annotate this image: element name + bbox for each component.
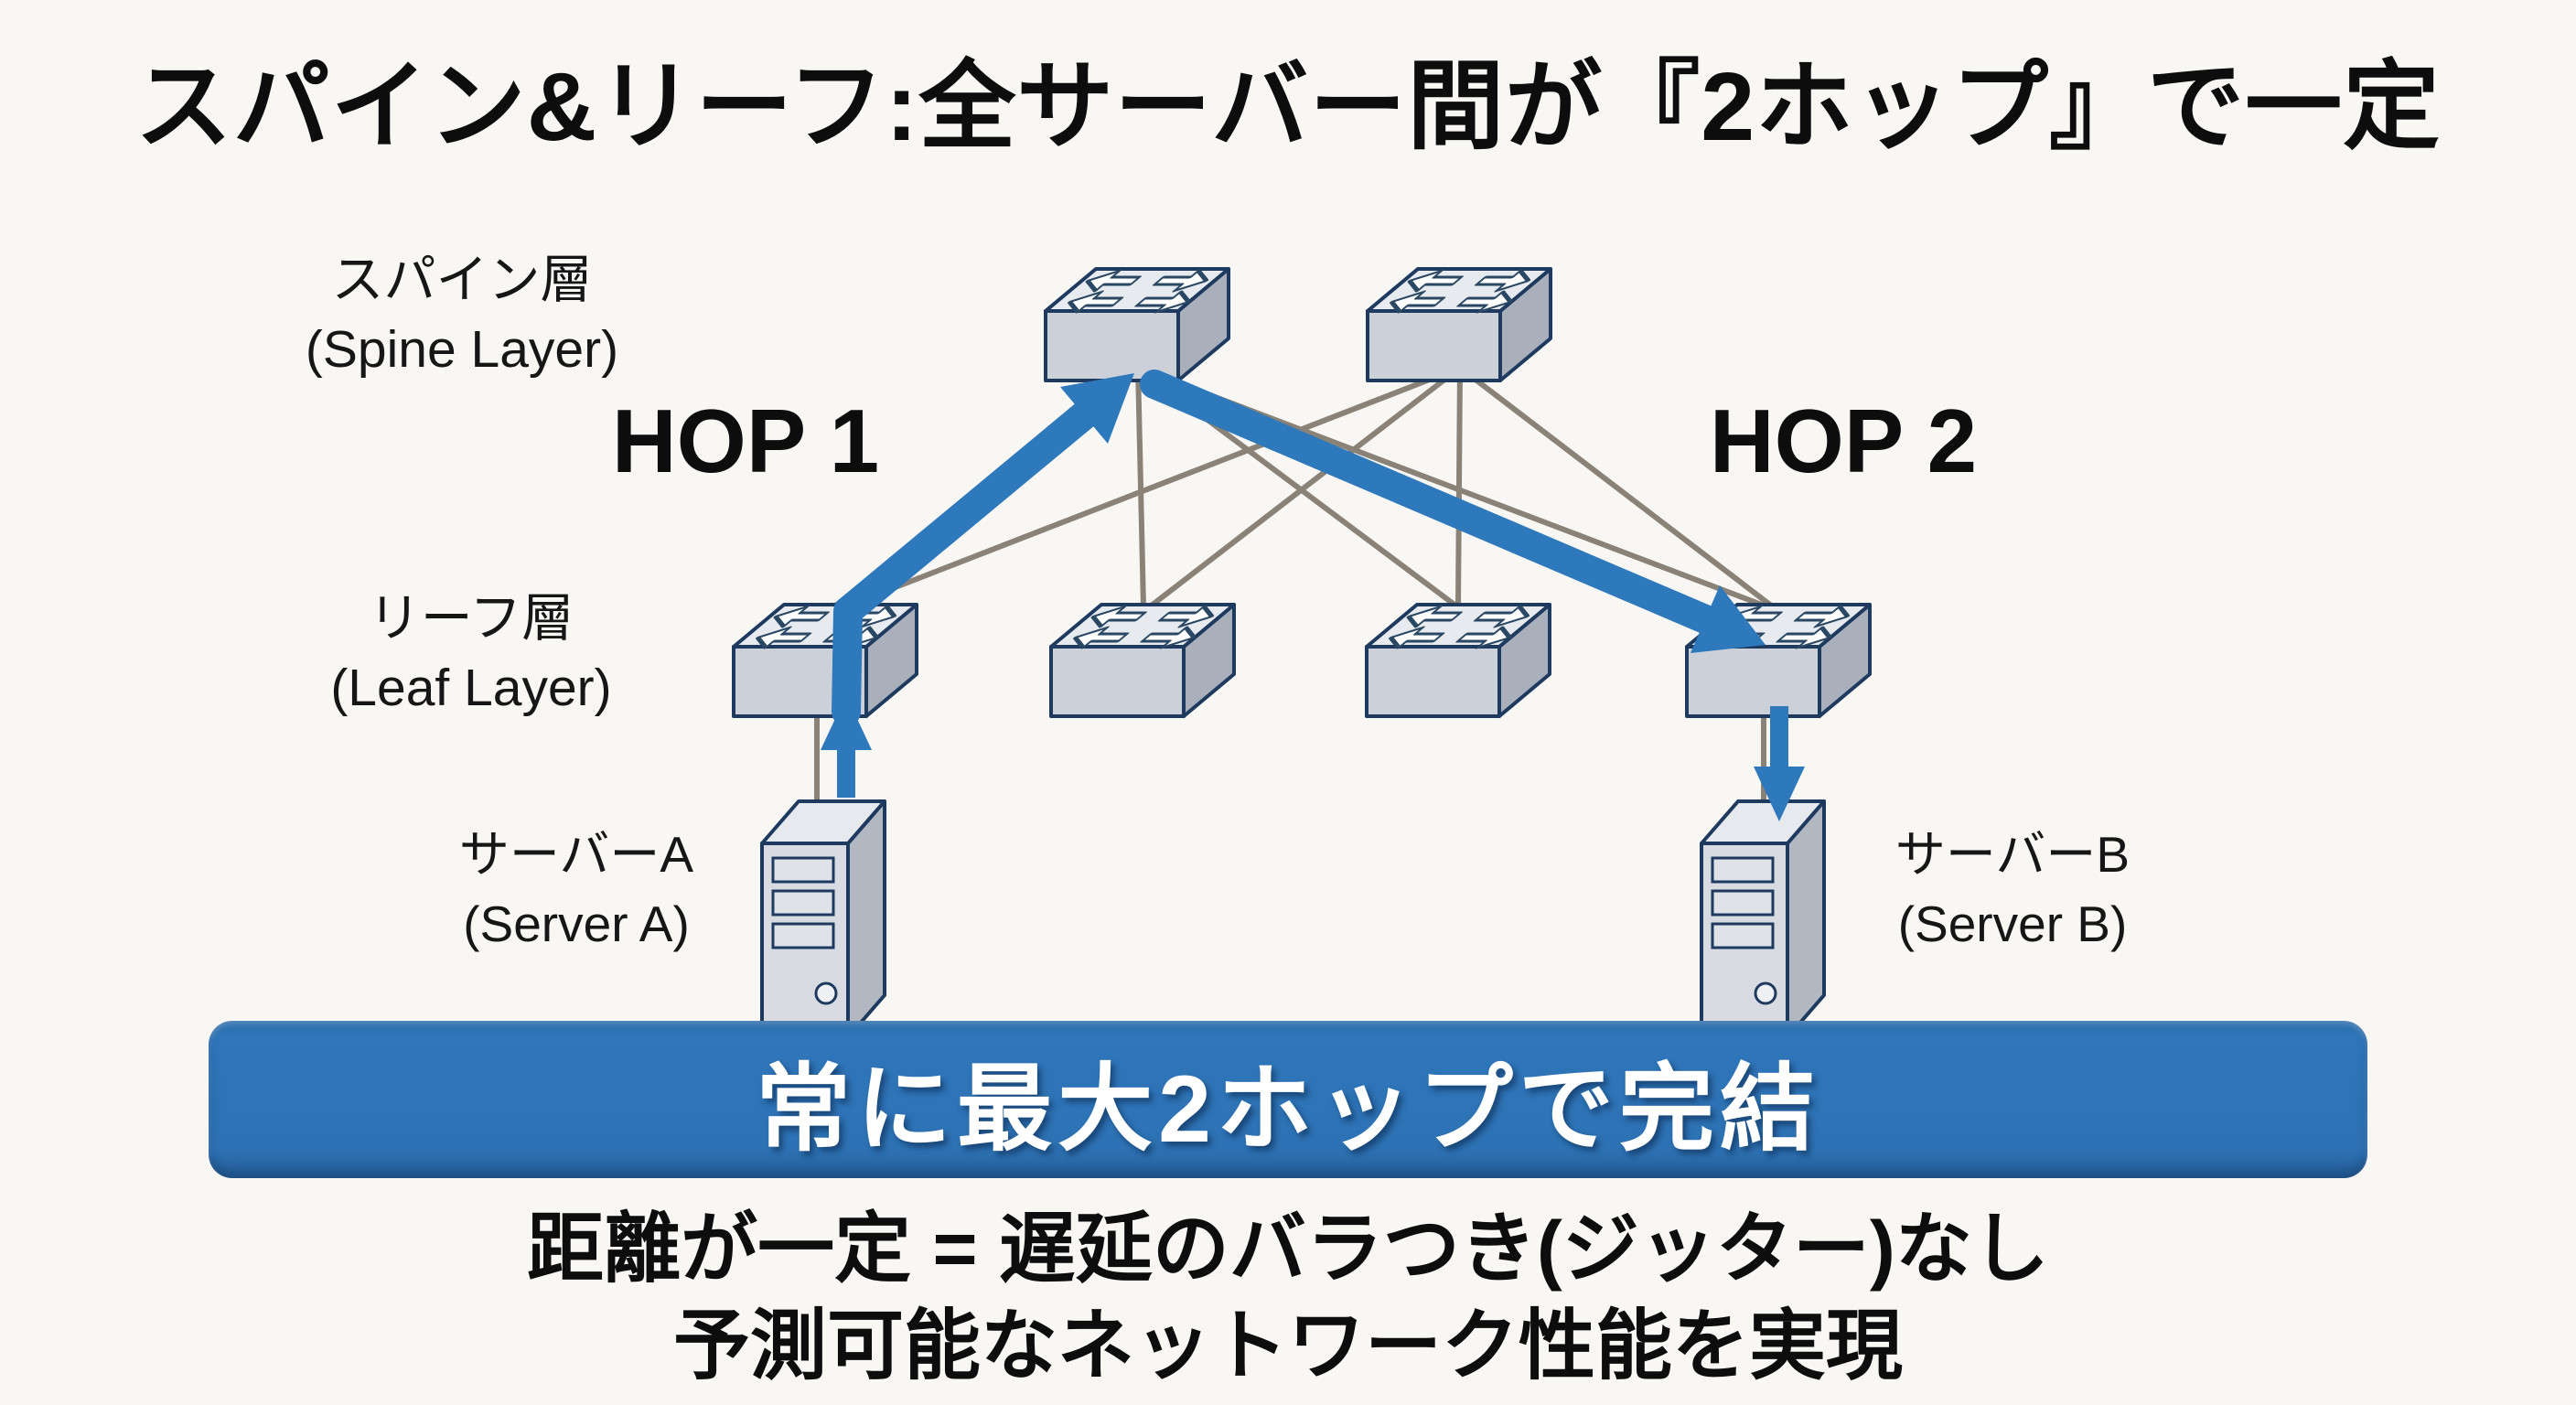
leaf-switch-1-icon (734, 605, 917, 716)
footer-notes: 距離が一定 = 遅延のバラつき(ジッター)なし 予測可能なネットワーク性能を実現 (0, 1200, 2576, 1394)
footer-line-2: 予測可能なネットワーク性能を実現 (672, 1303, 1903, 1389)
server-a-label-ja: サーバーA (458, 826, 694, 883)
link-line (832, 365, 1463, 614)
leaf-layer-label-en: (Leaf Layer) (330, 659, 612, 717)
server-b-label: サーバーB (Server B) (1793, 820, 2232, 959)
server-b-label-ja: サーバーB (1894, 826, 2131, 883)
leaf-layer-label-ja: リーフ層 (368, 589, 574, 648)
conclusion-banner-text: 常に最大2ホップで完結 (756, 1056, 1820, 1163)
leaf-switch-2-icon (1051, 605, 1234, 716)
link-line (1146, 365, 1463, 610)
topology-diagram (0, 0, 2576, 1024)
link-line (1457, 365, 1781, 614)
server-a-label: サーバーA (Server A) (357, 820, 796, 959)
hop-path-arrows (821, 370, 1805, 821)
server-b-label-en: (Server B) (1897, 896, 2128, 952)
server-b-down-arrow-icon (1754, 706, 1805, 821)
leaf-layer-label: リーフ層 (Leaf Layer) (242, 584, 700, 723)
hop1-arrow-icon (832, 373, 1134, 726)
link-line (1455, 365, 1463, 610)
spine-layer-label-ja: スパイン層 (331, 251, 593, 309)
hop1-label: HOP 1 (611, 391, 880, 491)
hop2-arrow-icon (1140, 370, 1766, 653)
leaf-switch-3-icon (1367, 605, 1550, 716)
spine-layer-label-en: (Spine Layer) (305, 320, 619, 379)
spine-switch-1-icon (1046, 269, 1229, 381)
conclusion-banner: 常に最大2ホップで完結 (209, 1021, 2367, 1178)
hop2-label: HOP 2 (1709, 391, 1978, 491)
page-title: スパイン&リーフ:全サーバー間が『2ホップ』で一定 (134, 53, 2442, 161)
spine-switch-2-icon (1368, 269, 1551, 381)
spine-layer-label: スパイン層 (Spine Layer) (233, 245, 691, 384)
link-line (1135, 365, 1146, 610)
footer-line-1: 距離が一定 = 遅延のバラつき(ジッター)なし (527, 1206, 2049, 1292)
server-a-label-en: (Server A) (463, 896, 690, 952)
